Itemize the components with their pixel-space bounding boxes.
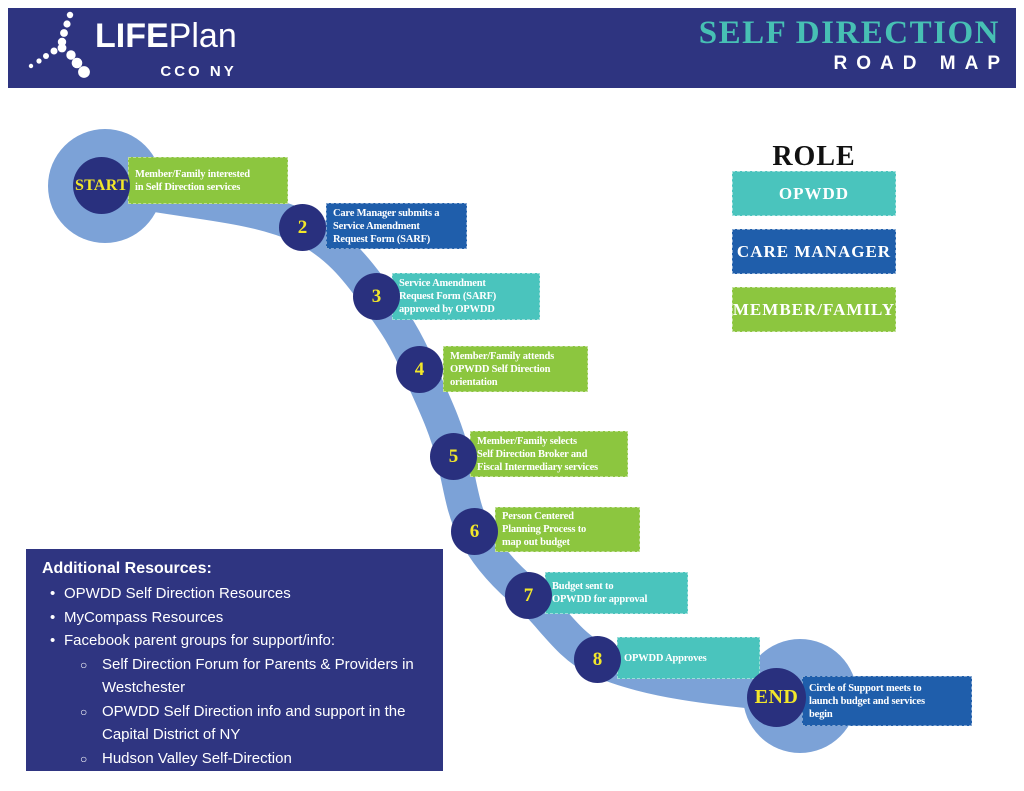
step-node-7: 7: [505, 572, 552, 619]
legend-item-care-manager: CARE MANAGER: [732, 229, 896, 274]
resource-subitem: OPWDD Self Direction info and support in…: [40, 700, 429, 747]
step-node-5: 5: [430, 433, 477, 480]
page-subtitle: ROAD MAP: [833, 53, 1009, 74]
resource-item: Facebook parent groups for support/info:: [40, 629, 429, 653]
step-label-2: Care Manager submits a Service Amendment…: [326, 203, 467, 249]
step-label-start: Member/Family interested in Self Directi…: [128, 157, 288, 204]
step-label-end: Circle of Support meets to launch budget…: [802, 676, 972, 726]
step-node-3: 3: [353, 273, 400, 320]
resource-subitem: Hudson Valley Self-Direction: [40, 747, 429, 770]
step-label-3: Service Amendment Request Form (SARF) ap…: [392, 273, 540, 320]
legend-item-member-family: MEMBER/FAMILY: [732, 287, 896, 332]
step-node-4: 4: [396, 346, 443, 393]
logo-cco-ny: CCO NY: [160, 63, 237, 80]
logo-plan: Plan: [168, 17, 237, 55]
step-label-7: Budget sent to OPWDD for approval: [545, 572, 688, 614]
lifeplan-dots-icon: [28, 11, 90, 78]
logo-life: LIFE: [95, 17, 169, 55]
end-node: END: [747, 668, 806, 727]
title-block: SELF DIRECTION ROAD MAP: [699, 14, 1000, 75]
legend-title: ROLE: [772, 141, 856, 172]
resource-item: OPWDD Self Direction Resources: [40, 582, 429, 606]
step-label-6: Person Centered Planning Process to map …: [495, 507, 640, 552]
step-label-8: OPWDD Approves: [617, 637, 760, 679]
step-node-6: 6: [451, 508, 498, 555]
resources-panel: Additional Resources: OPWDD Self Directi…: [26, 549, 443, 771]
resource-subitem: Self Direction Forum for Parents & Provi…: [40, 653, 429, 700]
start-node: START: [73, 157, 130, 214]
step-label-4: Member/Family attends OPWDD Self Directi…: [443, 346, 588, 392]
legend-item-opwdd: OPWDD: [732, 171, 896, 216]
step-node-2: 2: [279, 204, 326, 251]
page-title: SELF DIRECTION: [698, 15, 1000, 51]
resources-title: Additional Resources:: [42, 560, 212, 577]
step-node-8: 8: [574, 636, 621, 683]
resource-item: MyCompass Resources: [40, 606, 429, 630]
step-label-5: Member/Family selects Self Direction Bro…: [470, 431, 628, 477]
